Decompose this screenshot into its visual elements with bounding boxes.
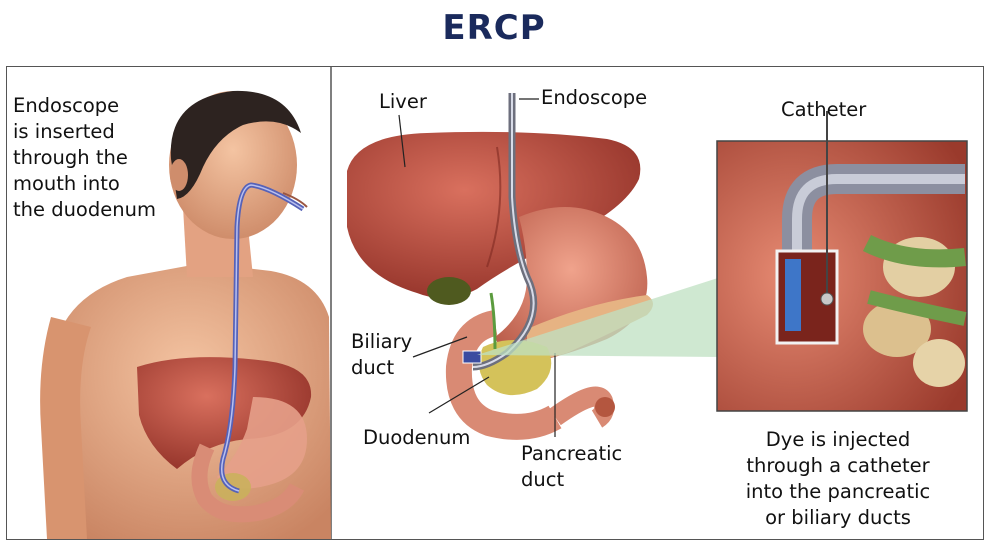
organs-illustration [347, 93, 653, 437]
endoscope-label: Endoscope [541, 85, 647, 111]
page-title: ERCP [0, 8, 988, 48]
catheter-label: Catheter [781, 97, 866, 123]
illustration-frame: Endoscope is inserted through the mouth … [6, 66, 984, 540]
liver-label: Liver [379, 89, 427, 115]
biliary-duct-label: Biliary duct [351, 329, 412, 381]
pancreatic-duct-label: Pancreatic duct [521, 441, 622, 493]
duodenum-label: Duodenum [363, 425, 470, 451]
catheter-inset [717, 111, 967, 411]
intro-caption: Endoscope is inserted through the mouth … [13, 93, 156, 223]
dye-caption: Dye is injected through a catheter into … [713, 427, 963, 531]
